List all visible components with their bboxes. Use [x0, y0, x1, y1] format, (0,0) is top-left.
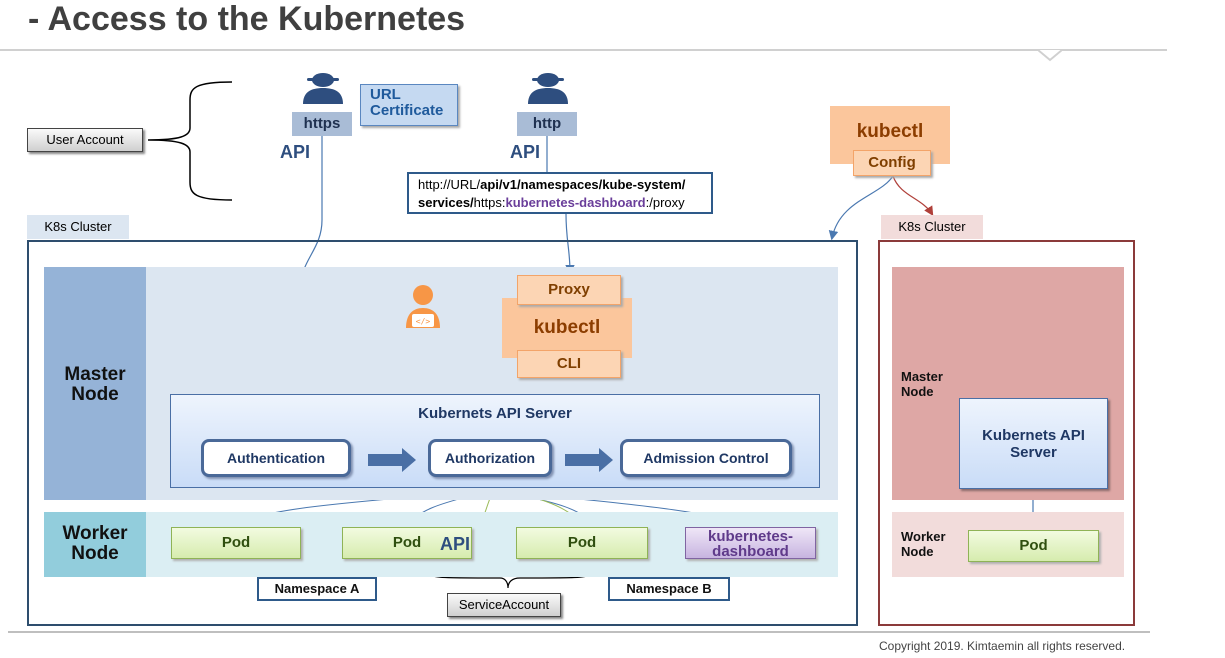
- k8s-cluster-right: [878, 240, 1135, 626]
- service-account-brace: [429, 560, 591, 589]
- url-https: https:: [473, 195, 506, 210]
- worker-label-line2: Node: [71, 543, 119, 564]
- master-label-line1: Master: [64, 364, 126, 385]
- pod-api-label: API: [440, 534, 471, 554]
- user-brace: [147, 81, 233, 201]
- user-icon: [528, 73, 568, 104]
- right-worker-line2: Node: [901, 544, 934, 559]
- arrow-right-icon: [565, 448, 613, 472]
- worker-node-label: Worker Node: [44, 524, 146, 564]
- kubectl-external-label: kubectl: [856, 121, 924, 142]
- url-services: services/: [418, 195, 474, 210]
- pod: Pod: [968, 530, 1099, 562]
- right-api-server-box: Kubernets API Server: [959, 398, 1108, 489]
- http-label: http: [517, 112, 577, 136]
- worker-label-line1: Worker: [62, 523, 128, 544]
- arrow-right-icon: [368, 448, 416, 472]
- right-master-line2: Node: [901, 384, 934, 399]
- admission-control-box: Admission Control: [620, 439, 792, 477]
- kubectl-master-label: kubectl: [533, 317, 601, 338]
- pod: Pod: [342, 527, 472, 559]
- master-node-label-bg: [44, 267, 146, 500]
- copyright-text: Copyright 2019. Kimtaemin all rights res…: [879, 639, 1126, 653]
- worker-node-label-bg: [44, 512, 146, 577]
- cli-box: CLI: [517, 350, 621, 378]
- kubectl-master: kubectl: [502, 298, 632, 358]
- page-title: - Access to the Kubernetes: [28, 0, 466, 38]
- url-api-path: api/v1/namespaces/kube-system/: [480, 177, 686, 192]
- url-dashboard: kubernetes-dashboard: [505, 195, 646, 210]
- url-certificate-note: URL Certificate: [360, 84, 458, 126]
- master-label-line2: Node: [71, 384, 119, 405]
- right-worker-line1: Worker: [901, 529, 946, 544]
- url-prefix: http://URL/: [418, 177, 481, 192]
- http-api-label: API: [510, 142, 541, 162]
- https-label: https: [292, 112, 352, 136]
- config-box: Config: [853, 150, 931, 176]
- pod: Pod: [516, 527, 648, 559]
- dashboard-line2: dashboard: [712, 543, 789, 560]
- k8s-cluster-tab-right: K8s Cluster: [881, 215, 983, 239]
- namespace-a-label: Namespace A: [257, 577, 377, 601]
- right-api-line1: Kubernets API: [982, 427, 1085, 444]
- proxy-box: Proxy: [517, 275, 621, 305]
- user-account-label: User Account: [27, 128, 143, 152]
- https-api-label: API: [280, 142, 311, 162]
- right-master-node-label: Master Node: [901, 369, 943, 399]
- title-notch: [1038, 50, 1062, 62]
- url-note-line: URL: [370, 86, 401, 103]
- svg-text:</>: </>: [416, 317, 431, 326]
- proxy-url-box: http://URL/api/v1/namespaces/kube-system…: [407, 172, 713, 214]
- master-node-label: Master Node: [44, 365, 146, 405]
- authorization-box: Authorization: [428, 439, 552, 477]
- service-account-label: ServiceAccount: [447, 593, 561, 617]
- developer-icon: </>: [406, 285, 440, 328]
- right-master-line1: Master: [901, 369, 943, 384]
- certificate-note-line: Certificate: [370, 102, 444, 119]
- api-server-title: Kubernets API Server: [418, 405, 572, 422]
- title-divider: [0, 49, 1167, 51]
- namespace-b-label: Namespace B: [608, 577, 730, 601]
- kubernetes-dashboard-pod: kubernetes- dashboard: [685, 527, 816, 559]
- k8s-cluster-tab-left: K8s Cluster: [27, 215, 129, 239]
- k8s-cluster-left: [27, 240, 858, 626]
- right-api-line2: Server: [1010, 444, 1057, 461]
- dashboard-line1: kubernetes-: [707, 528, 794, 545]
- pod: Pod: [171, 527, 301, 559]
- user-icon: [303, 73, 343, 104]
- authentication-box: Authentication: [201, 439, 351, 477]
- right-worker-node-label: Worker Node: [901, 529, 946, 559]
- url-proxy: :/proxy: [645, 195, 685, 210]
